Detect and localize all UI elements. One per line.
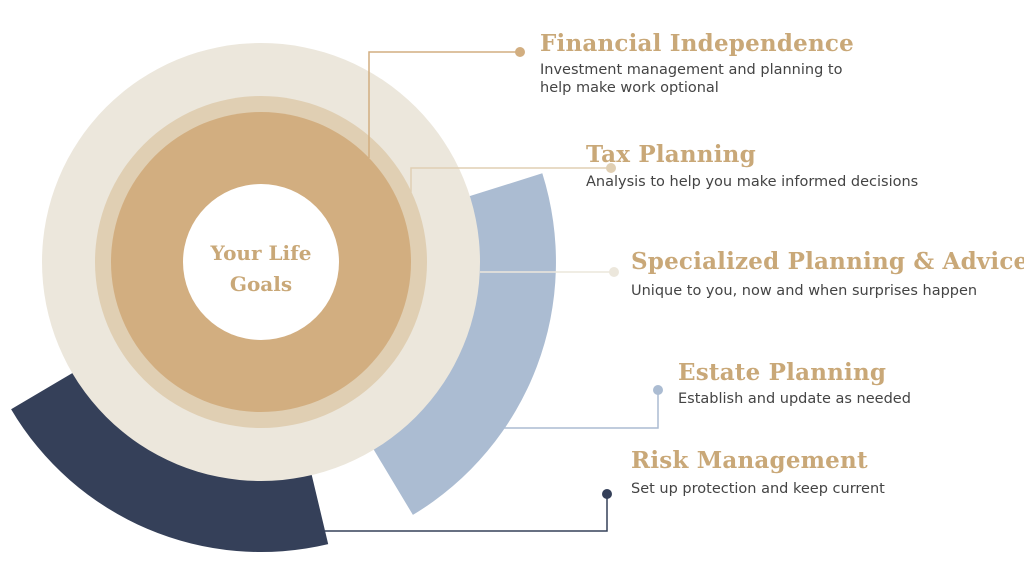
risk-management-title: Risk Management [631, 447, 868, 474]
financial-independence-desc-line1: Investment management and planning to [540, 62, 843, 78]
center-label-line2: Goals [229, 272, 293, 296]
tax-planning-title: Tax Planning [586, 141, 756, 168]
connector-estate-planning [502, 385, 663, 429]
connector-tax-planning [410, 163, 616, 192]
center-label: Your Life Goals [181, 238, 341, 300]
financial-independence-title: Financial Independence [540, 30, 854, 57]
estate-planning-title: Estate Planning [678, 359, 887, 386]
connector-financial-independence [368, 47, 525, 158]
tax-planning-desc: Analysis to help you make informed decis… [586, 174, 919, 190]
center-label-line1: Your Life [210, 241, 312, 265]
estate-planning-desc: Establish and update as needed [678, 391, 911, 407]
financial-independence-desc-line2: help make work optional [540, 80, 719, 96]
risk-management-desc: Set up protection and keep current [631, 481, 885, 497]
risk-management-segment [11, 371, 329, 553]
specialized-planning-title: Specialized Planning & Advice [631, 248, 1024, 275]
connector-risk-management [325, 489, 612, 532]
specialized-planning-desc: Unique to you, now and when surprises ha… [631, 283, 978, 299]
connector-specialized-planning [480, 267, 619, 277]
center-circle [183, 184, 339, 340]
